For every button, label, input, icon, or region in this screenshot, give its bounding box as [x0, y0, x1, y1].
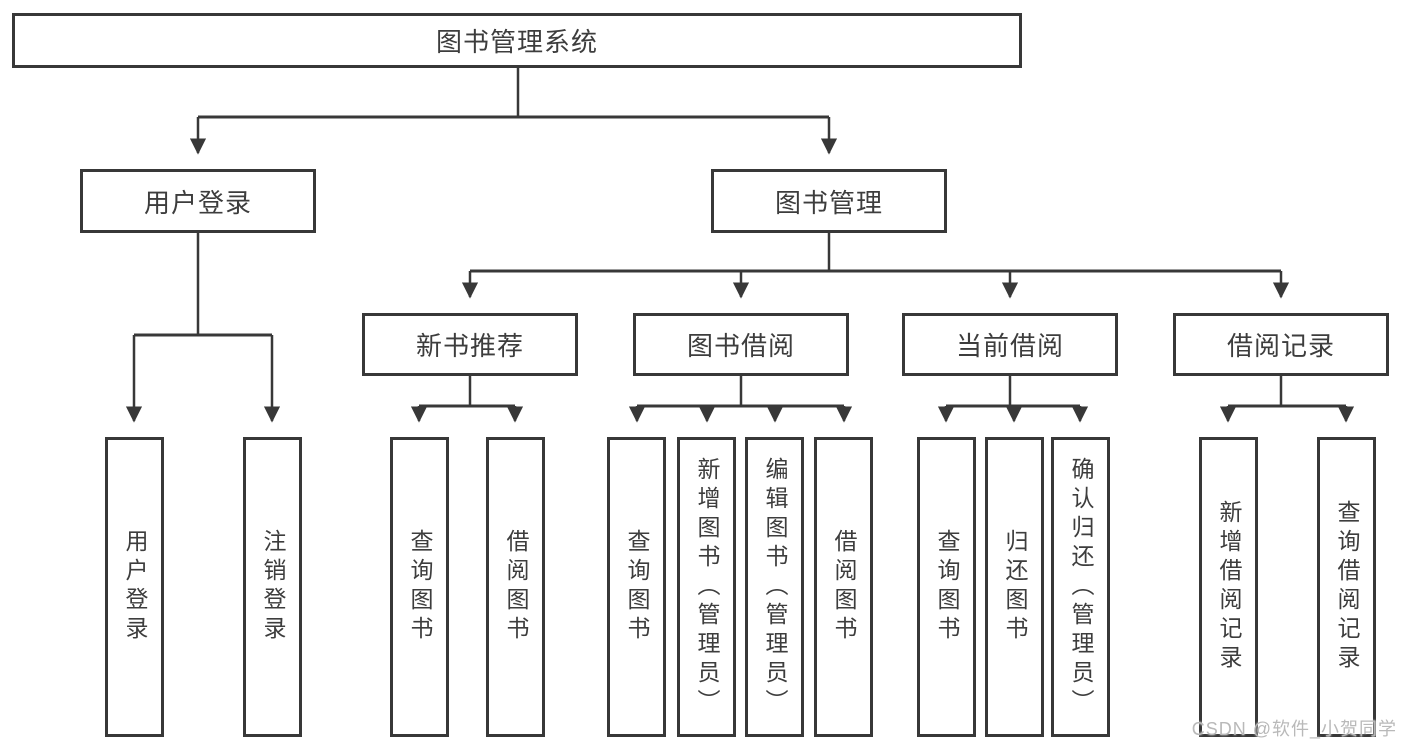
leaf-add-borrow-record: 新增借阅记录 — [1199, 437, 1258, 737]
node-label: 借阅记录 — [1226, 331, 1335, 361]
leaf-label: 确认归还（管理员） — [1068, 456, 1094, 718]
node-label: 当前借阅 — [955, 331, 1064, 361]
node-library-system: 图书管理系统 — [12, 13, 1022, 68]
leaf-borrow-books: 借阅图书 — [814, 437, 873, 737]
connector-borrow-records-children — [1219, 376, 1355, 423]
leaf-return-books: 归还图书 — [985, 437, 1044, 737]
connector-book-management-children — [461, 232, 1290, 299]
node-label: 图书管理 — [774, 187, 883, 218]
leaf-query-books-recommend: 查询图书 — [390, 437, 449, 737]
leaf-label: 归还图书 — [1002, 529, 1028, 645]
leaf-query-books-current: 查询图书 — [917, 437, 976, 737]
watermark-text: CSDN @软件_小贺同学 — [1191, 719, 1397, 739]
leaf-edit-books-admin: 编辑图书（管理员） — [745, 437, 804, 737]
node-label: 新书推荐 — [415, 331, 524, 361]
leaf-borrow-books-recommend: 借阅图书 — [486, 437, 545, 737]
node-user-login: 用户登录 — [80, 169, 316, 233]
connector-user-login-children — [125, 233, 281, 423]
leaf-logout: 注销登录 — [243, 437, 302, 737]
connector-current-borrow-children — [937, 376, 1089, 423]
leaf-label: 注销登录 — [260, 529, 286, 645]
leaf-label: 编辑图书（管理员） — [762, 456, 788, 718]
leaf-label: 用户登录 — [122, 529, 148, 645]
leaf-add-books-admin: 新增图书（管理员） — [677, 437, 736, 737]
node-book-management: 图书管理 — [711, 169, 947, 233]
node-current-borrowing: 当前借阅 — [902, 313, 1118, 376]
connector-book-borrow-children — [628, 376, 853, 423]
node-label: 图书管理系统 — [435, 27, 598, 57]
node-borrowing-records: 借阅记录 — [1173, 313, 1389, 376]
leaf-label: 借阅图书 — [831, 529, 857, 645]
leaf-label: 查询图书 — [934, 529, 960, 645]
node-label: 用户登录 — [143, 187, 252, 218]
node-label: 图书借阅 — [686, 331, 795, 361]
leaf-label: 新增图书（管理员） — [694, 456, 720, 718]
leaf-label: 新增借阅记录 — [1216, 500, 1242, 674]
connector-root-to-level2 — [189, 68, 838, 155]
leaf-confirm-return-admin: 确认归还（管理员） — [1051, 437, 1110, 737]
leaf-label: 借阅图书 — [503, 529, 529, 645]
leaf-label: 查询图书 — [624, 529, 650, 645]
node-new-book-recommendation: 新书推荐 — [362, 313, 578, 376]
leaf-label: 查询借阅记录 — [1334, 500, 1360, 674]
connector-new-book-children — [410, 376, 524, 423]
leaf-user-login: 用户登录 — [105, 437, 164, 737]
leaf-label: 查询图书 — [407, 529, 433, 645]
node-book-borrowing: 图书借阅 — [633, 313, 849, 376]
leaf-query-books-borrow: 查询图书 — [607, 437, 666, 737]
leaf-query-borrow-record: 查询借阅记录 — [1317, 437, 1376, 737]
